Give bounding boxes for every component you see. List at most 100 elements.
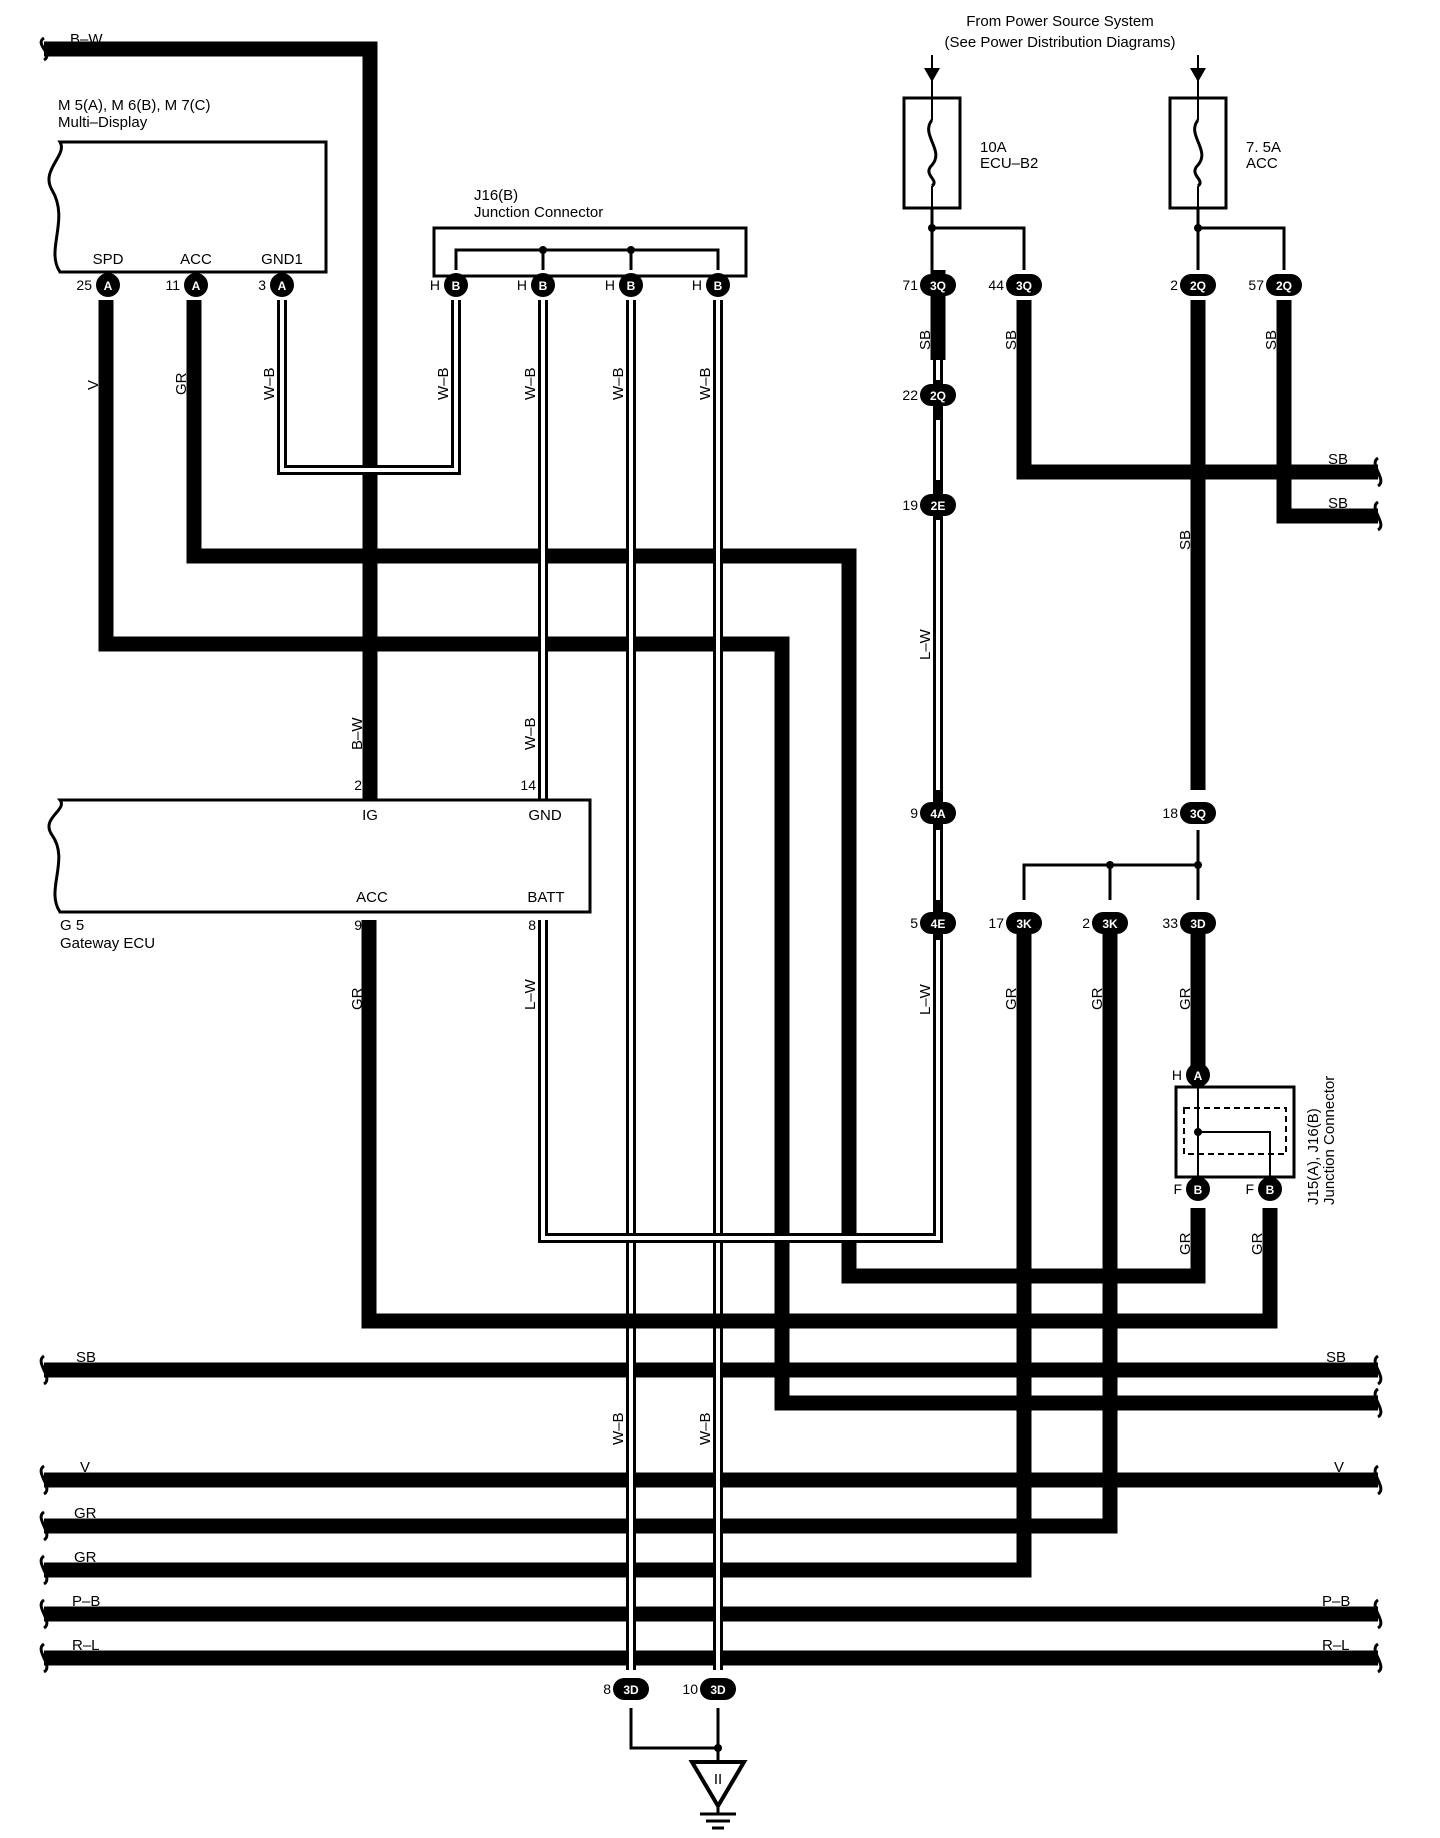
md-pin-gnd1: 3 A	[258, 273, 294, 297]
connector-17-3k: 17 3K	[988, 912, 1042, 934]
svg-text:3: 3	[258, 277, 266, 293]
svg-text:25: 25	[76, 277, 92, 293]
bus-right-label-v-1: V	[1334, 1395, 1344, 1412]
connector-33-3d: 33 3D	[1162, 912, 1216, 934]
ground-wire-label-2: W–B	[697, 1412, 714, 1445]
svg-text:A: A	[104, 279, 113, 293]
wire-label-gr-2: GR	[1089, 987, 1106, 1010]
svg-text:33: 33	[1162, 915, 1178, 931]
wire-label-gr: GR	[173, 372, 190, 395]
svg-text:8: 8	[603, 1681, 611, 1697]
svg-text:2E: 2E	[931, 499, 946, 513]
svg-text:II: II	[714, 1771, 722, 1788]
svg-text:9: 9	[910, 805, 918, 821]
svg-text:B: B	[539, 279, 548, 293]
gateway-batt-pin: 8	[528, 917, 536, 933]
j15-name: Junction Connector	[1321, 1076, 1338, 1205]
wire-label-sb-2q: SB	[1177, 530, 1194, 550]
wire-label-gr-33: GR	[1177, 987, 1194, 1010]
right-wire-label-sb-2: SB	[1328, 495, 1348, 512]
acc-branch	[1196, 208, 1286, 270]
bus-left-label-sb: SB	[76, 1349, 96, 1366]
ecu-b2-branch	[930, 208, 1026, 270]
svg-text:2Q: 2Q	[930, 389, 946, 403]
svg-text:B: B	[1266, 1183, 1275, 1197]
j15-wire-label-1: GR	[1177, 1232, 1194, 1255]
md-terminal-spd: SPD	[93, 251, 124, 268]
j15-id: J15(A), J16(B)	[1305, 1108, 1322, 1205]
connector-44-3q: 44 3Q	[988, 274, 1042, 296]
svg-text:F: F	[1245, 1181, 1254, 1197]
svg-text:H: H	[430, 277, 440, 293]
wire-label-gr-17: GR	[1003, 987, 1020, 1010]
bus-right-label-sb: SB	[1326, 1349, 1346, 1366]
j16-pin-1: H B	[430, 273, 468, 297]
svg-text:17: 17	[988, 915, 1004, 931]
md-terminal-acc: ACC	[180, 251, 212, 268]
md-pin-acc: 11 A	[165, 273, 208, 297]
wire-label-lw-lower: L–W	[917, 983, 934, 1015]
svg-text:11: 11	[165, 277, 180, 293]
fuse-acc-name: ACC	[1246, 155, 1278, 172]
wire-acc-gr	[186, 300, 1206, 1284]
bus-left-label-v: V	[80, 1459, 90, 1476]
gateway-acc-wire-label: GR	[349, 987, 366, 1010]
connector-9-4a: 9 4A	[910, 802, 956, 824]
break-marks-left	[39, 36, 49, 1674]
bus-left-label-p-b: P–B	[72, 1593, 100, 1610]
wire-label-sb-44: SB	[1003, 330, 1020, 350]
svg-text:2: 2	[1082, 915, 1090, 931]
gateway-gnd-wire-label: W–B	[522, 717, 539, 750]
gateway-ig-wire-label: B–W	[349, 717, 366, 750]
md-pin-spd: 25 A	[76, 273, 120, 297]
svg-text:4A: 4A	[930, 807, 946, 821]
connector-5-4e: 5 4E	[910, 912, 956, 934]
gateway-ecu-id: G 5	[60, 917, 84, 934]
connector-18-3q: 18 3Q	[1162, 802, 1216, 824]
j16-pin-2: H B	[517, 273, 555, 297]
svg-text:3K: 3K	[1016, 917, 1032, 931]
power-source-line2: (See Power Distribution Diagrams)	[945, 34, 1176, 51]
svg-text:3D: 3D	[710, 1683, 726, 1697]
svg-text:H: H	[692, 277, 702, 293]
svg-text:57: 57	[1248, 277, 1264, 293]
wire-3k-17-gr	[44, 930, 1032, 1578]
gateway-ecu-box	[47, 798, 592, 914]
gateway-terminal-gnd: GND	[528, 807, 562, 824]
power-arrow-right-head	[1190, 68, 1206, 82]
svg-text:3Q: 3Q	[930, 279, 946, 293]
svg-text:3D: 3D	[623, 1683, 639, 1697]
bus-left-label-r-l: R–L	[72, 1637, 100, 1654]
connector-10-3d: 10 3D	[682, 1678, 736, 1700]
bus-left-label-gr-2: GR	[74, 1549, 97, 1566]
j16-wire-label-3: W–B	[610, 367, 627, 400]
svg-text:5: 5	[910, 915, 918, 931]
svg-text:3D: 3D	[1190, 917, 1206, 931]
ground-join	[629, 1708, 720, 1750]
j15-pin-1: F B	[1173, 1177, 1210, 1201]
bus-right-label-v-2: V	[1334, 1459, 1344, 1476]
gateway-ecu-name: Gateway ECU	[60, 935, 155, 952]
svg-text:3K: 3K	[1102, 917, 1118, 931]
break-marks-right	[1373, 456, 1383, 1674]
svg-text:19: 19	[902, 497, 918, 513]
svg-text:B: B	[1194, 1183, 1203, 1197]
svg-text:H: H	[517, 277, 527, 293]
j16-bus	[454, 248, 720, 270]
wire-gateway-acc-gr	[361, 920, 1278, 1329]
svg-text:A: A	[1194, 1069, 1203, 1083]
power-arrow-left-head	[924, 68, 940, 82]
connector-2-3k: 2 3K	[1082, 912, 1128, 934]
wire-label-lw-upper: L–W	[917, 628, 934, 660]
svg-text:4E: 4E	[931, 917, 946, 931]
j15-pin-2: F B	[1245, 1177, 1282, 1201]
svg-text:B: B	[627, 279, 636, 293]
svg-text:H: H	[605, 277, 615, 293]
svg-text:B: B	[714, 279, 723, 293]
connector-19-2e: 19 2E	[902, 494, 956, 516]
multi-display-name: Multi–Display	[58, 114, 148, 131]
bus-right-label-p-b: P–B	[1322, 1593, 1350, 1610]
svg-text:A: A	[192, 279, 201, 293]
bus-right-label-r-l: R–L	[1322, 1637, 1350, 1654]
fuse-acc	[1168, 96, 1228, 210]
